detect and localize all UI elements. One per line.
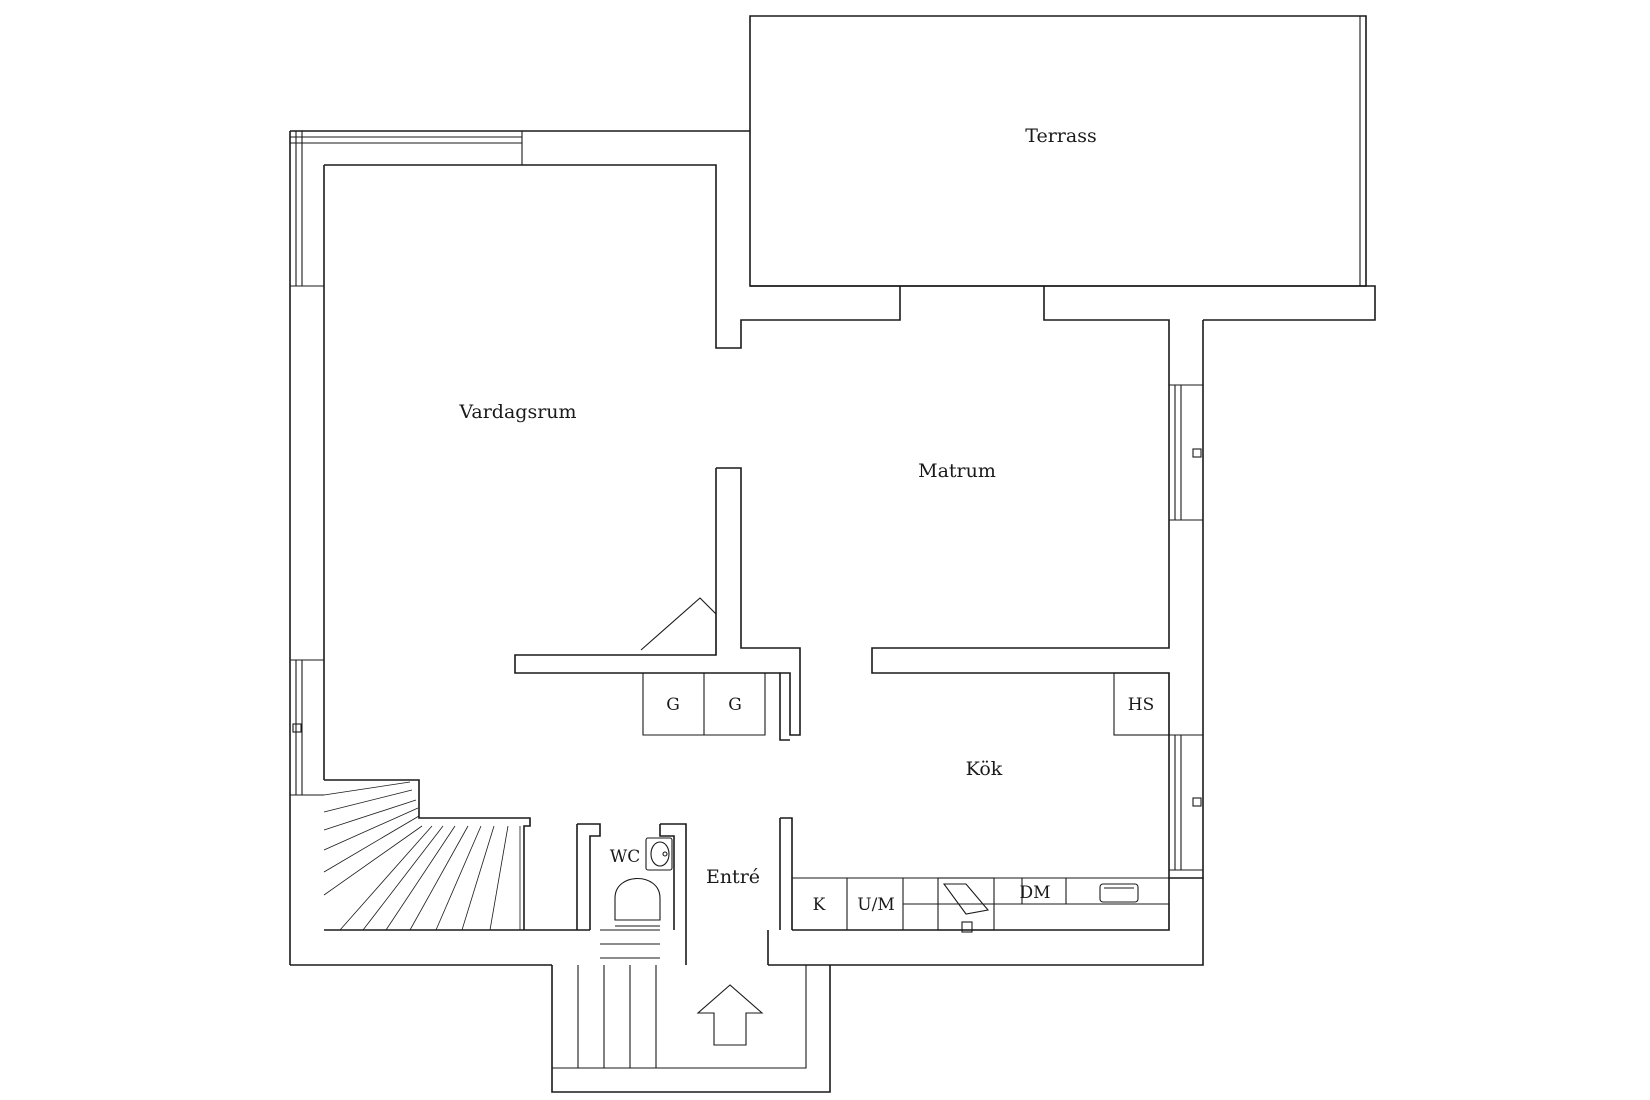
staircase (323, 779, 531, 931)
fridge-label: K (813, 895, 826, 915)
wardrobe-label-2: G (728, 695, 742, 715)
entrance-arrow-icon (696, 984, 764, 1046)
kitchen-label: Kök (966, 758, 1003, 780)
entrance-label: Entré (706, 866, 760, 888)
dining-room-label: Matrum (918, 460, 996, 482)
interior-walls (514, 467, 801, 965)
closet-door (640, 597, 717, 655)
tall-cabinet-label: HS (1128, 695, 1154, 715)
front-steps (551, 965, 831, 1093)
wardrobe-label-1: G (666, 695, 680, 715)
oven-micro-label: U/M (857, 895, 894, 915)
living-room-label: Vardagsrum (458, 401, 576, 423)
outer-walls (289, 130, 1204, 966)
kitchen-counter (791, 672, 1170, 933)
dishwasher-label: DM (1019, 883, 1050, 903)
wc-fixtures (614, 837, 673, 927)
terrace-label: Terrass (1025, 125, 1096, 147)
wc-label: WC (610, 847, 640, 867)
terrace (749, 15, 1376, 321)
